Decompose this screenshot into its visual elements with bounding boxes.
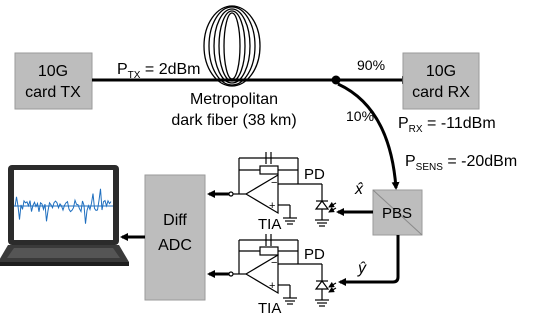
op-amp-icon: [244, 253, 279, 295]
pbs-label: PBS: [382, 205, 412, 222]
fiber-coil-icon: [203, 5, 261, 87]
split-high-label: 90%: [357, 57, 385, 73]
lower-tia-label: TIA: [258, 300, 281, 317]
lower-pd-label: PD: [304, 246, 325, 263]
upper-receiver-circuit: − +: [228, 152, 337, 227]
svg-text:+: +: [269, 200, 275, 212]
adc-label-line1: Diff: [163, 212, 187, 229]
rx-card-label-line2: card RX: [412, 84, 470, 101]
tx-card-label-line2: card TX: [25, 84, 81, 101]
x-pol-label: x̂: [354, 181, 364, 198]
y-pol-label: ŷ: [357, 260, 367, 277]
rx-card-label-line1: 10G: [426, 63, 456, 80]
upper-pd-label: PD: [304, 166, 325, 183]
svg-text:+: +: [269, 280, 275, 292]
tx-card-block: [14, 52, 93, 110]
diff-adc-block: [144, 174, 206, 301]
laptop-signal-trace: [14, 188, 112, 224]
tap-fiber-arrow: [337, 82, 400, 190]
tx-card-label-line1: 10G: [38, 63, 68, 80]
rx-power-label: PRX = -11dBm: [398, 115, 496, 135]
upper-tia-label: TIA: [258, 216, 281, 233]
laptop-icon: [0, 165, 129, 266]
svg-text:−: −: [271, 257, 277, 269]
fiber-label-line2: dark fiber (38 km): [171, 112, 296, 129]
fiber-label-line1: Metropolitan: [190, 91, 278, 108]
adc-label-line2: ADC: [158, 237, 192, 254]
photodiode-icon: [314, 280, 330, 290]
tx-power-label: PTX = 2dBm: [117, 61, 200, 81]
op-amp-icon: [244, 173, 279, 215]
photodiode-icon: [314, 200, 330, 210]
sens-power-label: PSENS = -20dBm: [405, 153, 517, 173]
pbs-y-output: [338, 235, 400, 286]
rx-card-block: [402, 52, 480, 110]
lower-receiver-circuit: − +: [228, 234, 337, 307]
pbs-diagonal: [372, 189, 423, 236]
svg-text:−: −: [271, 177, 277, 189]
split-low-label: 10%: [346, 108, 374, 124]
splitter-node: [331, 75, 341, 85]
